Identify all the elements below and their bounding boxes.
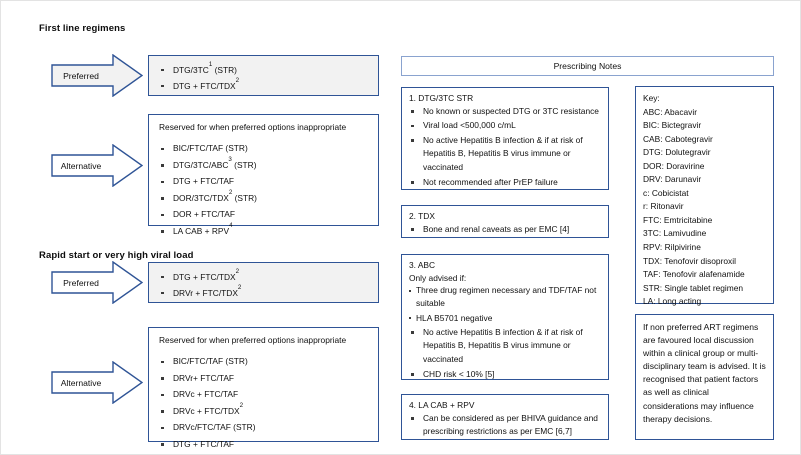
list-item: Bone and renal caveats as per EMC [4] bbox=[409, 223, 601, 237]
list-item: BIC/FTC/TAF (STR) bbox=[159, 355, 368, 368]
list-item: DTG + FTC/TDX2 bbox=[159, 78, 368, 93]
first-line-preferred-box: DTG/3TC1 (STR)DTG + FTC/TDX2 bbox=[148, 55, 379, 96]
list-item: DTG + FTC/TAF bbox=[159, 175, 368, 188]
key-entry: BIC: Bictegravir bbox=[643, 120, 702, 131]
arrow-alternative-first-line[interactable]: Alternative bbox=[51, 144, 143, 187]
note-box-1: 1. DTG/3TC STR No known or suspected DTG… bbox=[401, 87, 609, 190]
key-entry: STR: Single tablet regimen bbox=[643, 282, 744, 293]
key-entry: 3TC: Lamivudine bbox=[643, 228, 707, 239]
list-item: DRVc + FTC/TDX2 bbox=[159, 402, 368, 418]
first-line-alternative-box: Reserved for when preferred options inap… bbox=[148, 114, 379, 236]
note-3-list: No active Hepatitis B infection & if at … bbox=[409, 326, 601, 381]
list-item: Not recommended after PrEP failure bbox=[409, 176, 601, 190]
arrow-shape-icon bbox=[51, 144, 143, 187]
list-item: CHD risk < 10% [5] bbox=[409, 368, 601, 382]
arrow-alternative-rapid-start[interactable]: Alternative bbox=[51, 361, 143, 404]
arrow-shape-icon bbox=[51, 54, 143, 97]
note-box-2: 2. TDX Bone and renal caveats as per EMC… bbox=[401, 205, 609, 238]
list-item: DRVc/FTC/TAF (STR) bbox=[159, 421, 368, 434]
section-title-first-line: First line regimens bbox=[39, 23, 126, 34]
key-entry: TAF: Tenofovir alafenamide bbox=[643, 269, 745, 280]
rapid-start-alternative-list: BIC/FTC/TAF (STR) DRVr+ FTC/TAF DRVc + FTC… bbox=[159, 355, 368, 451]
first-line-preferred-list: DTG/3TC1 (STR)DTG + FTC/TDX2 bbox=[159, 62, 368, 93]
reserved-heading: Reserved for when preferred options inap… bbox=[159, 122, 347, 132]
note-2-title: 2. TDX bbox=[409, 211, 435, 221]
arrow-shape-icon bbox=[51, 361, 143, 404]
list-item: DTG/3TC1 (STR) bbox=[159, 62, 368, 77]
rapid-start-alternative-box: Reserved for when preferred options inap… bbox=[148, 327, 379, 449]
list-item: DRVr + FTC/TDX2 bbox=[159, 285, 368, 300]
key-entry: FTC: Emtricitabine bbox=[643, 214, 713, 225]
arrow-shape-icon bbox=[51, 261, 143, 304]
list-item: Can be considered as per BHIVA guidance … bbox=[409, 412, 601, 439]
list-item: DTG + FTC/TAF bbox=[159, 438, 368, 451]
note-box-3: 3. ABC Only advised if: Three drug regim… bbox=[401, 254, 609, 380]
list-item: DOR/3TC/TDX2 (STR) bbox=[159, 189, 368, 205]
note-2-list: Bone and renal caveats as per EMC [4] bbox=[409, 223, 601, 237]
key-entry: DOR: Doravirine bbox=[643, 160, 705, 171]
reserved-heading: Reserved for when preferred options inap… bbox=[159, 335, 347, 345]
list-item: DRVr+ FTC/TAF bbox=[159, 372, 368, 385]
key-entry: CAB: Cabotegravir bbox=[643, 133, 713, 144]
arrow-preferred-first-line[interactable]: Preferred bbox=[51, 54, 143, 97]
arrow-preferred-rapid-start[interactable]: Preferred bbox=[51, 261, 143, 304]
key-heading: Key: bbox=[643, 93, 660, 103]
key-entry: LA: Long acting bbox=[643, 296, 702, 307]
list-item: DTG/3TC/ABC3 (STR) bbox=[159, 156, 368, 172]
list-item: DOR + FTC/TAF bbox=[159, 208, 368, 221]
key-entry: ABC: Abacavir bbox=[643, 106, 697, 117]
key-entry: TDX: Tenofovir disoproxil bbox=[643, 255, 736, 266]
note-4-title: 4. LA CAB + RPV bbox=[409, 400, 475, 410]
note-box-4: 4. LA CAB + RPV Can be considered as per… bbox=[401, 394, 609, 440]
list-item: Viral load <500,000 c/mL bbox=[409, 119, 601, 133]
list-item: No active Hepatitis B infection & if at … bbox=[409, 326, 601, 367]
list-item: No known or suspected DTG or 3TC resista… bbox=[409, 105, 601, 119]
list-item: HLA B5701 negative bbox=[409, 312, 601, 325]
note-3-title: 3. ABC bbox=[409, 260, 436, 270]
note-1-list: No known or suspected DTG or 3TC resista… bbox=[409, 105, 601, 190]
list-item: BIC/FTC/TAF (STR) bbox=[159, 142, 368, 155]
prescribing-notes-header: Prescribing Notes bbox=[401, 56, 774, 76]
key-entry: r: Ritonavir bbox=[643, 201, 684, 212]
note-4-list: Can be considered as per BHIVA guidance … bbox=[409, 412, 601, 439]
first-line-alternative-list: BIC/FTC/TAF (STR)DTG/3TC/ABC3 (STR) DTG +… bbox=[159, 142, 368, 238]
list-item: No active Hepatitis B infection & if at … bbox=[409, 134, 601, 175]
key-entry: c: Cobicistat bbox=[643, 187, 689, 198]
advisory-text: If non preferred ART regimens are favour… bbox=[643, 322, 766, 424]
prescribing-notes-header-label: Prescribing Notes bbox=[553, 61, 622, 71]
note-1-title: 1. DTG/3TC STR bbox=[409, 93, 474, 103]
list-item: DRVc + FTC/TAF bbox=[159, 388, 368, 401]
note-3-flush-list: Three drug regimen necessary and TDF/TAF… bbox=[409, 284, 601, 325]
list-item: Three drug regimen necessary and TDF/TAF… bbox=[409, 284, 601, 310]
key-entry: DRV: Darunavir bbox=[643, 174, 702, 185]
note-3-subtitle: Only advised if: bbox=[409, 272, 467, 283]
list-item: LA CAB + RPV4 bbox=[159, 223, 368, 238]
key-entry: RPV: Rilpivirine bbox=[643, 242, 701, 253]
list-item: DTG + FTC/TDX2 bbox=[159, 269, 368, 284]
key-entry: DTG: Dolutegravir bbox=[643, 147, 711, 158]
advisory-box: If non preferred ART regimens are favour… bbox=[635, 314, 774, 440]
section-title-rapid-start: Rapid start or very high viral load bbox=[39, 250, 194, 261]
